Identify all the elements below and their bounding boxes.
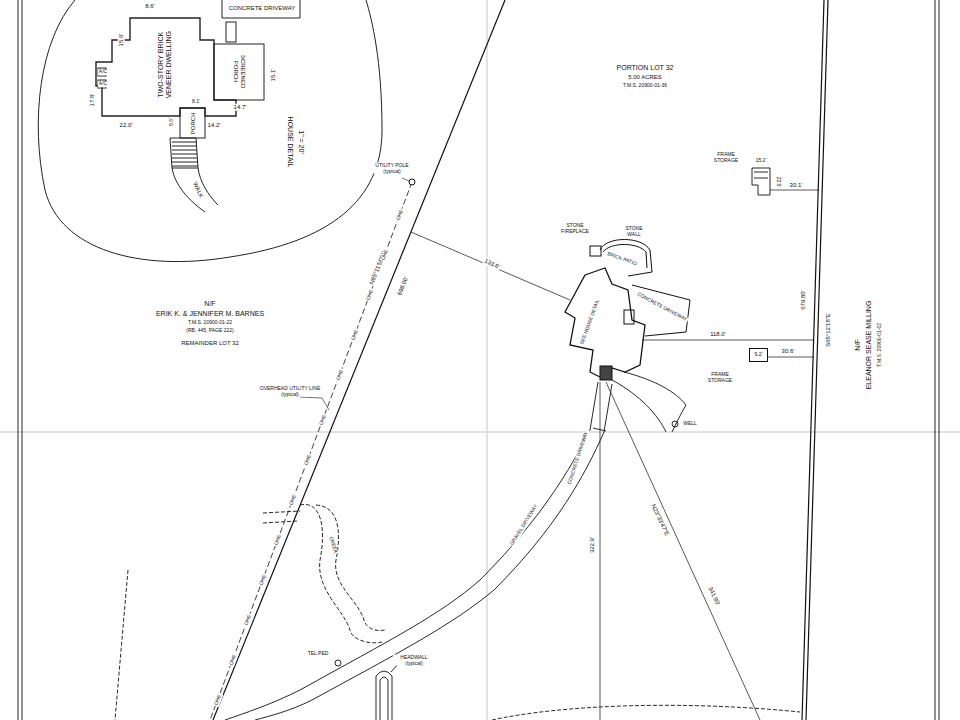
plat-label: 15.2' [755,158,768,164]
plat-label: CONCRETE DRIVEWAY [566,430,589,486]
plat-label: OHE [318,413,328,427]
boundary-line [802,0,828,720]
plat-label: 1" = 20' [297,129,305,154]
plat-label: OHE [303,453,313,467]
plat-label: ELEANOR SEASE MILLING [865,300,873,391]
plat-label: CONCRETE DRIVEWAY [635,291,688,323]
plat-label: A/C [98,81,108,87]
plat-label: TEL PED [307,651,330,657]
plat-label: 30.6' [781,348,796,355]
plat-label: FRAME STORAGE [708,152,744,163]
plat-label: 22.5' [775,176,781,189]
plat-label: OHE [288,493,298,507]
plat-label: STONE WALL [620,226,648,237]
plat-label: 8.1' [191,99,201,105]
plat-label: OHE [213,693,223,707]
plat-label: T.M.S. 20900-01-36 [622,83,668,89]
plat-label: OHE [258,573,268,587]
plat-label: A/C [98,69,108,75]
plat-label: OHE [273,533,283,547]
page-border [18,0,939,720]
dwelling-outline: TWO-STORY BRICK VENEER DWELLING [130,20,200,110]
plat-label: 15.1' [270,68,277,83]
plat-label: OHE [365,288,375,302]
plat-label: (RB. 445, PAGE 222) [185,328,234,334]
plan-house [565,240,690,381]
plat-label: OHE [243,613,253,627]
driveway [225,372,686,720]
plat-label: STONE FIREPLACE [557,223,593,234]
storage-building: 9.2' [749,348,768,362]
plat-label: N/F [203,300,216,308]
plat-label: REMAINDER LOT 32 [180,340,240,347]
plat-label: 14.2' [207,122,222,129]
storage-building [752,168,770,195]
building-label: PORCH [189,108,196,138]
plat-label: GRAVEL DRIVEWAY [509,503,540,548]
plat-label: OHE [228,653,238,667]
plat-label: 17.8' [89,93,96,108]
plat-label: 22.0' [119,122,134,129]
plat-label: ERIK K. & JENNIFER M. BARNES [155,310,265,318]
creek [115,504,800,720]
plat-label: WALK [191,180,205,200]
building-label: TWO-STORY BRICK VENEER DWELLING [157,24,172,106]
plat-label: SEE HOUSE DETAIL [579,298,601,347]
plat-label: BRICK PATIO [606,251,639,267]
plat-label: 133.6' [482,257,501,271]
house-detail [38,0,382,262]
plat-label: T.M.S. 20900-01-22 [187,320,233,326]
plat-label: 5.00 ACRES [627,74,663,81]
plat-label: WELL [682,421,698,427]
plat-label: 679.80' [800,289,807,311]
building-label: SCREENED PORCH [232,47,245,97]
property-line [210,0,505,720]
plat-label: N/F [854,338,862,351]
plat-label: T.M.S. 20900-01-02 [877,322,883,368]
porch-outline: PORCH [180,108,205,138]
plat-label: OHE [335,368,345,382]
plat-label: OHE [350,328,360,342]
plat-label: N23°33'47"E [649,502,670,537]
plat-label: S65°12'18"E [825,312,832,348]
plat-label: 15.6' [118,33,125,48]
plat-label: HOUSE DETAIL [286,116,294,169]
plat-label: 30.1' [789,182,804,189]
porch-outline: SCREENED PORCH [214,44,264,100]
building-label: 9.2' [755,352,763,358]
plat-label: 341.90' [706,585,721,607]
dimension-lines [411,190,819,720]
plat-label: OHE [395,208,405,222]
plat-label: PORTION LOT 32 [616,64,675,72]
plat-label: 322.9' [589,536,596,554]
plat-label: HEADWALL (typical) [393,655,435,666]
plat-label: CONCRETE DRIVEWAY [228,5,297,12]
plat-label: 8.6' [144,3,156,10]
plat-label: 118.0' [709,331,727,338]
plat-label: UTILITY POLE (typical) [371,163,413,174]
plat-label: CREEK [327,535,338,555]
plat-label: 9.5' [169,117,175,127]
headwall [335,660,398,720]
plat-label: OVERHEAD UTILITY LINE (typical) [258,386,322,397]
plat-label: 698.00' [396,275,410,297]
plat-label: 14.7' [233,104,248,111]
plat-label: FRAME STORAGE [702,372,738,383]
